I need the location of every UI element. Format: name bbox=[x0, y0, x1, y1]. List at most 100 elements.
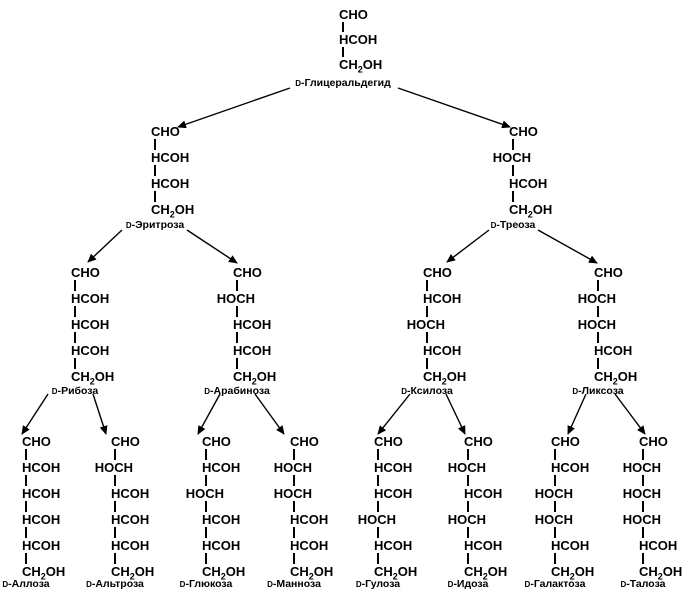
formula-row: HCOH bbox=[110, 512, 150, 527]
carbon-bond bbox=[236, 332, 238, 343]
formula-row: HCOH bbox=[373, 538, 413, 553]
formula-row: CHO bbox=[232, 265, 262, 280]
carbon-bond bbox=[114, 449, 116, 460]
formula-row: HCOH bbox=[70, 317, 110, 332]
carbon-bond bbox=[597, 358, 599, 369]
formula-row: CHO bbox=[638, 434, 668, 449]
formula-row: CH2OH bbox=[150, 202, 195, 220]
formula-row: HCOH bbox=[289, 538, 329, 553]
carbon-bond bbox=[236, 358, 238, 369]
sugar-name-text: -Глюкоза bbox=[185, 578, 233, 590]
sugar-name-altrose: D-Альтроза bbox=[86, 578, 144, 591]
carbon-bond bbox=[114, 553, 116, 564]
carbon-bond bbox=[377, 449, 379, 460]
carbon-bond bbox=[426, 280, 428, 291]
formula-row: HOCH bbox=[94, 460, 134, 475]
configuration-prefix: D bbox=[447, 580, 454, 589]
formula-row: HOCH bbox=[406, 317, 446, 332]
formula-row: HCOH bbox=[21, 460, 61, 475]
configuration-prefix: D bbox=[125, 221, 132, 230]
carbon-bond bbox=[205, 553, 207, 564]
derivation-arrow bbox=[537, 229, 598, 264]
carbon-bond bbox=[554, 553, 556, 564]
carbon-bond bbox=[426, 358, 428, 369]
carbon-bond bbox=[377, 553, 379, 564]
formula-row: CH2OH bbox=[289, 564, 334, 582]
formula-row: HOCH bbox=[622, 460, 662, 475]
derivation-arrow bbox=[92, 393, 108, 435]
formula-row: HOCH bbox=[622, 486, 662, 501]
formula-row: HOCH bbox=[577, 291, 617, 306]
carbon-bond bbox=[597, 332, 599, 343]
carbon-bond bbox=[597, 280, 599, 291]
formula-row: CHO bbox=[70, 265, 100, 280]
sugar-name-text: -Ликсоза bbox=[578, 385, 624, 397]
formula-row: HCOH bbox=[201, 460, 241, 475]
sugar-name-arabinose: D-Арабиноза bbox=[204, 385, 270, 398]
configuration-prefix: D bbox=[490, 221, 497, 230]
sugar-name-text: -Идоза bbox=[453, 578, 489, 590]
sugar-name-text: -Глицеральдегид bbox=[301, 77, 391, 89]
formula-row: HCOH bbox=[201, 512, 241, 527]
configuration-prefix: D bbox=[572, 387, 579, 396]
carbon-bond bbox=[377, 527, 379, 538]
sugar-name-idose: D-Идоза bbox=[448, 578, 489, 591]
formula-row: CHO bbox=[289, 434, 319, 449]
carbon-bond bbox=[467, 527, 469, 538]
formula-row: CHO bbox=[21, 434, 51, 449]
carbon-bond bbox=[25, 527, 27, 538]
sugar-name-galactose: D-Галактоза bbox=[525, 578, 586, 591]
formula-row: CH2OH bbox=[508, 202, 553, 220]
formula-row: HOCH bbox=[273, 486, 313, 501]
formula-row: CHO bbox=[593, 265, 623, 280]
carbon-bond bbox=[154, 139, 156, 150]
formula-row: HOCH bbox=[534, 512, 574, 527]
derivation-arrow bbox=[87, 229, 123, 263]
formula-row: HOCH bbox=[273, 460, 313, 475]
formula-row: HCOH bbox=[21, 538, 61, 553]
carbon-bond bbox=[377, 475, 379, 486]
formula-row: HCOH bbox=[70, 343, 110, 358]
formula-row: HCOH bbox=[110, 538, 150, 553]
sugar-name-talose: D-Талоза bbox=[621, 578, 666, 591]
carbon-bond bbox=[74, 280, 76, 291]
derivation-arrow bbox=[177, 87, 291, 129]
sugar-name-text: -Рибоза bbox=[57, 385, 99, 397]
formula-row: HCOH bbox=[289, 512, 329, 527]
derivation-arrow bbox=[446, 229, 490, 263]
formula-row: HOCH bbox=[216, 291, 256, 306]
carbon-bond bbox=[205, 475, 207, 486]
formula-row: CH2OH bbox=[373, 564, 418, 582]
carbon-bond bbox=[154, 165, 156, 176]
formula-row: HOCH bbox=[185, 486, 225, 501]
carbon-bond bbox=[467, 501, 469, 512]
carbon-bond bbox=[512, 165, 514, 176]
carbon-bond bbox=[293, 553, 295, 564]
sugar-name-allose: D-Аллоза bbox=[2, 578, 49, 591]
formula-row: HCOH bbox=[338, 32, 378, 47]
carbon-bond bbox=[25, 449, 27, 460]
formula-row: HOCH bbox=[447, 512, 487, 527]
formula-row: CH2OH bbox=[422, 369, 467, 387]
carbon-bond bbox=[512, 139, 514, 150]
carbon-bond bbox=[205, 449, 207, 460]
carbon-bond bbox=[25, 475, 27, 486]
formula-row: CHO bbox=[422, 265, 452, 280]
carbon-bond bbox=[597, 306, 599, 317]
sugar-name-text: -Треоза bbox=[496, 219, 536, 231]
configuration-prefix: D bbox=[401, 387, 407, 396]
carbon-bond bbox=[114, 475, 116, 486]
formula-row: HCOH bbox=[638, 538, 678, 553]
formula-row: HCOH bbox=[232, 343, 272, 358]
derivation-arrow bbox=[445, 393, 466, 435]
sugar-name-xylose: D-Ксилоза bbox=[401, 385, 453, 398]
formula-row: CH2OH bbox=[232, 369, 277, 387]
sugar-name-glyceraldehyde: D-Глицеральдегид bbox=[295, 77, 391, 90]
carbon-bond bbox=[293, 449, 295, 460]
sugar-name-text: -Манноза bbox=[272, 578, 321, 590]
formula-row: HCOH bbox=[232, 317, 272, 332]
carbon-bond bbox=[342, 47, 344, 57]
carbon-bond bbox=[74, 332, 76, 343]
sugar-name-text: -Гулоза bbox=[361, 578, 401, 590]
derivation-arrow bbox=[377, 393, 411, 435]
